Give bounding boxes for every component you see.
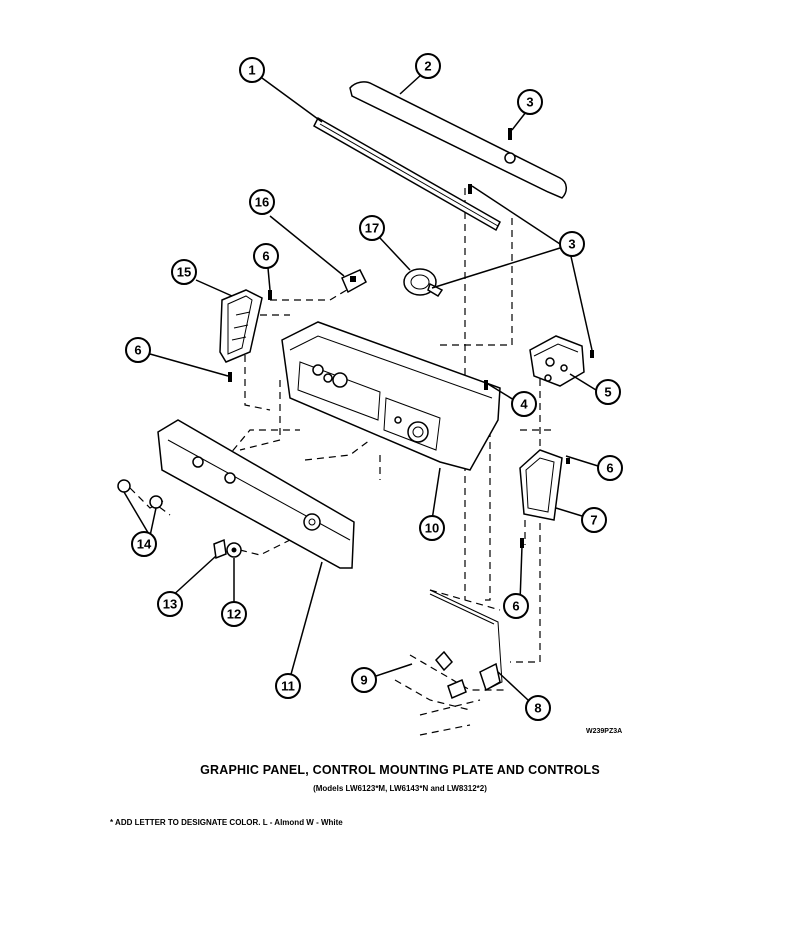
callout-3-top: 3 [517,89,543,115]
part-long-strip [313,116,501,232]
callout-12: 12 [221,601,247,627]
part-graphic-panel [157,419,355,569]
callout-6-left: 6 [125,337,151,363]
part-left-end-cap [219,289,263,363]
callout-5: 5 [595,379,621,405]
callout-number: 7 [590,513,597,528]
callout-number: 6 [512,599,519,614]
callout-number: 6 [134,343,141,358]
leader-lines [123,73,599,701]
callout-10: 10 [419,515,445,541]
callout-number: 10 [425,521,439,536]
part-pressure-switch [403,268,444,298]
callout-4: 4 [511,391,537,417]
callout-14: 14 [131,531,157,557]
callout-11: 11 [275,673,301,699]
callout-16: 16 [249,189,275,215]
callout-number: 16 [255,195,269,210]
callout-number: 12 [227,607,241,622]
diagram-title: GRAPHIC PANEL, CONTROL MOUNTING PLATE AN… [200,763,600,777]
callout-number: 13 [163,597,177,612]
callout-13: 13 [157,591,183,617]
part-small-switch [341,269,367,294]
callout-number: 2 [424,59,431,74]
callout-number: 3 [568,237,575,252]
callout-number: 14 [137,537,152,552]
color-note: * ADD LETTER TO DESIGNATE COLOR. L - Alm… [110,818,343,827]
callout-2: 2 [415,53,441,79]
screws [228,128,594,548]
callout-number: 5 [604,385,611,400]
callout-6-bottom: 6 [503,593,529,619]
part-control-mounting-plate [281,321,501,471]
part-knob-and-skirt [213,538,242,560]
callout-8: 8 [525,695,551,721]
callout-1: 1 [239,57,265,83]
callout-15: 15 [171,259,197,285]
callout-17: 17 [359,215,385,241]
callout-6-upper-left: 6 [253,243,279,269]
callout-6-right: 6 [597,455,623,481]
callout-number: 4 [520,397,528,412]
callout-number: 15 [177,265,191,280]
drawing-code: W239PZ3A [586,728,623,735]
callout-9: 9 [351,667,377,693]
callout-3-middle: 3 [559,231,585,257]
part-bracket-and-wiring [429,589,503,700]
callout-number: 6 [262,249,269,264]
diagram-models: (Models LW6123*M, LW6143*N and LW8312*2) [313,784,487,793]
callout-number: 6 [606,461,613,476]
callout-number: 17 [365,221,379,236]
part-top-trim-cap [349,81,567,199]
callout-number: 8 [534,701,541,716]
callout-number: 9 [360,673,367,688]
callout-number: 1 [248,63,255,78]
callout-number: 11 [281,679,295,694]
part-right-end-cap [519,449,563,521]
callout-number: 3 [526,95,533,110]
callout-7: 7 [581,507,607,533]
part-timer [529,335,585,387]
